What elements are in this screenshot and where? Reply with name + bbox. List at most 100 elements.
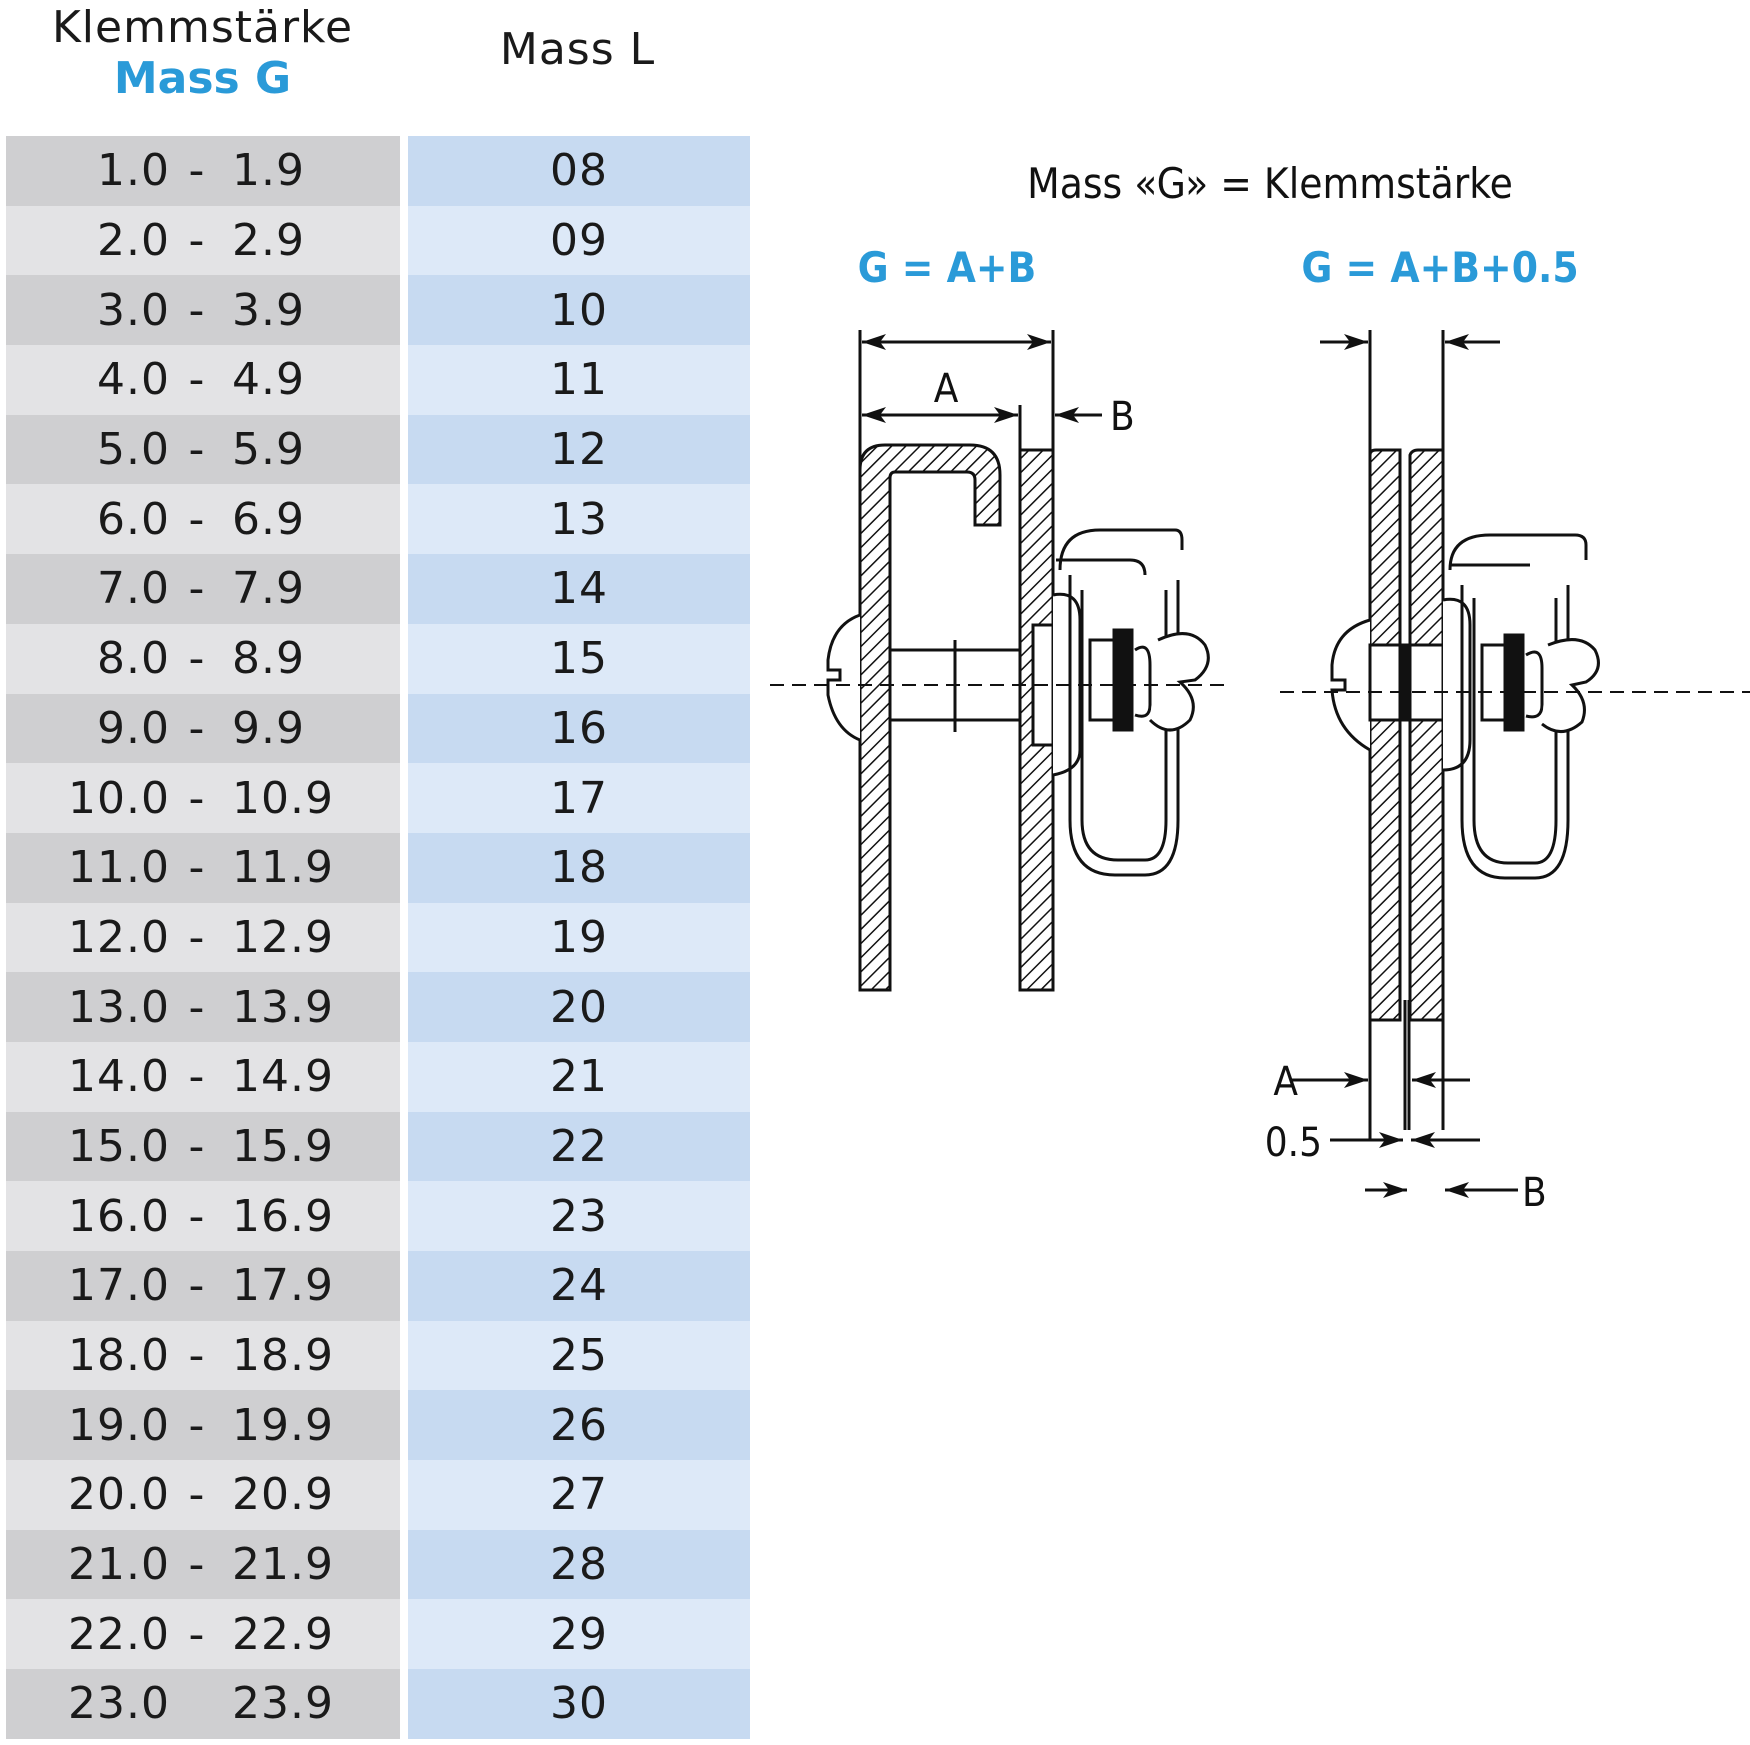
mass-g-from: 11.0 (68, 842, 170, 894)
mass-g-cell: 12.0-12.9 (6, 902, 400, 973)
label-b-left: B (1110, 394, 1135, 440)
mass-g-cell: 14.0-14.9 (6, 1041, 400, 1112)
mass-g-to: 2.9 (232, 215, 305, 267)
column-gap (400, 414, 408, 485)
mass-g-cell: 19.0-19.9 (6, 1390, 400, 1461)
mass-g-to: 8.9 (232, 633, 305, 685)
column-gap (400, 1320, 408, 1391)
formula-right: G = A+B+0.5 (1301, 243, 1578, 292)
column-gap (400, 763, 408, 833)
mass-g-separator: - (188, 1608, 206, 1660)
label-a-left: A (934, 366, 959, 412)
mass-l-cell: 28 (408, 1529, 750, 1600)
mass-g-cell: 20.0-20.9 (6, 1460, 400, 1530)
mass-g-to: 1.9 (232, 145, 305, 197)
header-mass-g: Klemmstärke Mass G (0, 0, 405, 104)
column-gap (400, 832, 408, 903)
mass-l-cell: 25 (408, 1320, 750, 1391)
mass-g-from: 2.0 (97, 215, 170, 267)
mass-l-cell: 23 (408, 1181, 750, 1251)
mass-g-separator: - (188, 911, 206, 963)
mass-g-separator: - (188, 215, 206, 267)
mass-g-from: 6.0 (97, 493, 170, 545)
mass-g-from: 17.0 (68, 1260, 170, 1312)
mass-g-to: 4.9 (232, 354, 305, 406)
clamp-diagram: Mass «G» = Klemmstärke G = A+B G = A+B+0… (770, 159, 1750, 1216)
mass-g-to: 5.9 (232, 424, 305, 476)
mass-g-from: 19.0 (68, 1399, 170, 1451)
table-row: 2.0-2.9 09 (6, 205, 750, 276)
mass-g-from: 3.0 (97, 284, 170, 336)
mass-g-to: 12.9 (232, 911, 334, 963)
header-klemmstaerke: Klemmstärke (51, 2, 354, 53)
mass-g-cell: 16.0-16.9 (6, 1181, 400, 1251)
mass-g-separator: - (188, 1539, 206, 1591)
column-gap (400, 554, 408, 624)
mass-g-separator: - (188, 424, 206, 476)
mass-g-from: 15.0 (68, 1120, 170, 1172)
mass-g-separator: - (188, 702, 206, 754)
mass-g-from: 14.0 (68, 1051, 170, 1103)
mass-g-from: 10.0 (68, 772, 170, 824)
mass-g-separator: - (188, 772, 206, 824)
column-gap (400, 1181, 408, 1251)
header-mass-g-label: Mass G (113, 53, 292, 104)
mass-g-from: 7.0 (97, 563, 170, 615)
mass-l-cell: 27 (408, 1460, 750, 1530)
diagram-title: Mass «G» = Klemmstärke (1027, 159, 1513, 208)
mass-l-cell: 24 (408, 1251, 750, 1321)
mass-g-to: 20.9 (232, 1469, 334, 1521)
mass-l-cell: 13 (408, 484, 750, 555)
mass-g-to: 6.9 (232, 493, 305, 545)
mass-g-separator: - (188, 354, 206, 406)
mass-g-to: 7.9 (232, 563, 305, 615)
column-gap (400, 1529, 408, 1600)
mass-g-cell: 10.0-10.9 (6, 763, 400, 833)
mass-g-to: 10.9 (232, 772, 334, 824)
mass-l-cell: 17 (408, 763, 750, 833)
mass-l-cell: 18 (408, 832, 750, 903)
mass-g-from: 18.0 (68, 1330, 170, 1382)
mass-g-separator: - (188, 1330, 206, 1382)
mass-g-cell: 21.0-21.9 (6, 1529, 400, 1600)
formula-left: G = A+B (858, 243, 1037, 292)
mass-g-from: 4.0 (97, 354, 170, 406)
mass-g-from: 13.0 (68, 981, 170, 1033)
mass-g-separator: - (188, 981, 206, 1033)
mass-l-cell: 09 (408, 205, 750, 276)
column-gap (400, 623, 408, 694)
mass-l-cell: 20 (408, 972, 750, 1042)
mass-g-to: 19.9 (232, 1399, 334, 1451)
column-gap (400, 484, 408, 555)
mass-g-cell: 22.0-22.9 (6, 1599, 400, 1670)
mass-g-to: 16.9 (232, 1190, 334, 1242)
mass-g-cell: 6.0-6.9 (6, 484, 400, 555)
mass-g-separator: - (188, 1260, 206, 1312)
mass-g-separator: - (188, 1399, 206, 1451)
column-gap (400, 275, 408, 346)
mass-l-cell: 16 (408, 693, 750, 764)
mass-g-cell: 9.0-9.9 (6, 693, 400, 764)
mass-g-separator: - (188, 842, 206, 894)
mass-g-separator: - (188, 1120, 206, 1172)
column-gap (400, 693, 408, 764)
mass-g-separator: - (188, 284, 206, 336)
